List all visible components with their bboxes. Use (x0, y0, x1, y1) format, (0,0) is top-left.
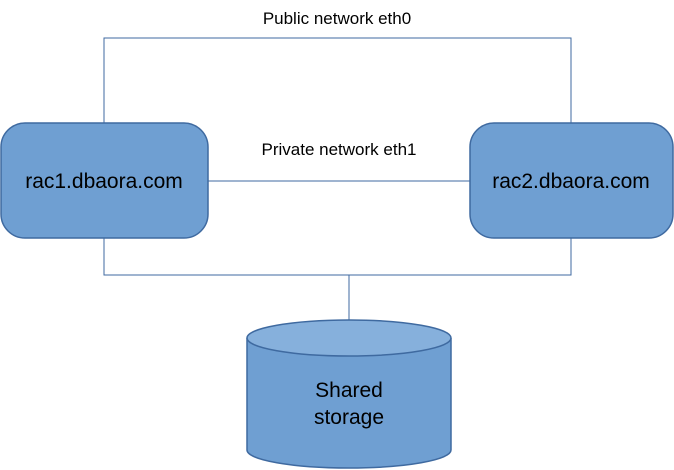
public-network-label: Public network eth0 (263, 9, 411, 28)
storage-network-line (103, 238, 572, 276)
node-rac2-box (469, 122, 674, 239)
shared-storage-cylinder: Shared storage (246, 319, 452, 469)
storage-cylinder-top (246, 319, 452, 357)
private-network-label: Private network eth1 (262, 140, 417, 159)
node-rac2-label: rac2.dbaora.com (492, 170, 650, 193)
node-rac2: rac2.dbaora.com (469, 122, 674, 239)
public-network-line (103, 37, 572, 123)
storage-label-line2: storage (314, 406, 384, 429)
storage-label-line1: Shared (315, 379, 383, 402)
node-rac1: rac1.dbaora.com (0, 122, 209, 239)
node-rac1-label: rac1.dbaora.com (25, 170, 183, 193)
storage-cylinder-body (246, 338, 452, 469)
node-rac1-box (0, 122, 209, 239)
